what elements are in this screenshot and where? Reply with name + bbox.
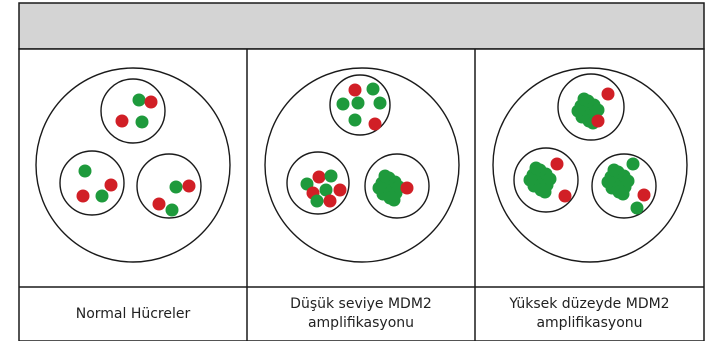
- nucleus-low-2-dot-6: [333, 183, 347, 197]
- nucleus-normal-1-dot-1: [132, 93, 146, 107]
- nucleus-high-1-mdm2-cluster-dot-8: [591, 103, 605, 117]
- nucleus-high-3-mdm2-cluster-dot-8: [621, 174, 635, 188]
- nucleus-low-1-dot-6: [348, 113, 362, 127]
- nucleus-high-2-mdm2-cluster-dot-9: [529, 161, 543, 175]
- caption-normal-cells-line-1: Normal Hücreler: [75, 305, 191, 322]
- nucleus-normal-1-dot-3: [115, 114, 129, 128]
- nucleus-normal-3-dot-2: [182, 179, 196, 193]
- nucleus-normal-1: [100, 78, 166, 144]
- caption-low-amplification-line-1: Düşük seviye MDM2: [290, 296, 432, 312]
- nucleus-low-2: [286, 151, 350, 215]
- nucleus-normal-2-dot-1: [78, 164, 92, 178]
- nucleus-high-1-mdm2-cluster-dot-7: [571, 104, 585, 118]
- header-band: [18, 2, 705, 50]
- nucleus-low-2-dot-8: [323, 194, 337, 208]
- nucleus-low-1-dot-4: [351, 96, 365, 110]
- nucleus-normal-3-dot-3: [152, 197, 166, 211]
- nucleus-normal-3: [136, 153, 202, 219]
- nucleus-low-3-dot-1: [400, 181, 414, 195]
- caption-high-amplification-line-2: amplifikasyonu: [536, 315, 643, 331]
- nucleus-normal-2-dot-3: [76, 189, 90, 203]
- nucleus-high-3-dot-3: [630, 201, 644, 215]
- nucleus-low-2-dot-5: [319, 183, 333, 197]
- nucleus-low-3-mdm2-cluster-dot-10: [387, 193, 401, 207]
- nucleus-normal-1-dot-4: [135, 115, 149, 129]
- nucleus-normal-1-dot-2: [144, 95, 158, 109]
- nucleus-normal-2: [59, 150, 125, 216]
- nucleus-low-2-dot-3: [324, 169, 338, 183]
- nucleus-high-1-dot-2: [591, 114, 605, 128]
- nucleus-high-2-mdm2-cluster-dot-8: [543, 172, 557, 186]
- nucleus-low-1-dot-2: [366, 82, 380, 96]
- nucleus-high-3-dot-2: [637, 188, 651, 202]
- nucleus-high-2-dot-1: [550, 157, 564, 171]
- nucleus-low-1-dot-7: [368, 117, 382, 131]
- nucleus-high-2: [513, 147, 579, 213]
- nucleus-high-1-mdm2-cluster-dot-9: [577, 92, 591, 106]
- nucleus-high-2-dot-2: [558, 189, 572, 203]
- nucleus-high-2-mdm2-cluster-dot-10: [538, 185, 552, 199]
- nucleus-normal-3-dot-4: [165, 203, 179, 217]
- nucleus-low-1-dot-5: [373, 96, 387, 110]
- nucleus-low-3: [364, 153, 430, 219]
- nucleus-normal-2-dot-4: [95, 189, 109, 203]
- nucleus-normal-2-dot-2: [104, 178, 118, 192]
- nucleus-high-3: [591, 153, 657, 219]
- caption-low-amplification-line-2: amplifikasyonu: [307, 315, 415, 331]
- nucleus-high-2-mdm2-cluster-dot-7: [523, 173, 537, 187]
- nucleus-high-3-mdm2-cluster-dot-10: [616, 187, 630, 201]
- nucleus-high-3-mdm2-cluster-dot-7: [601, 175, 615, 189]
- caption-high-amplification-line-1: Yüksek düzeyde MDM2: [509, 296, 670, 312]
- nucleus-low-3-mdm2-cluster-dot-7: [372, 181, 386, 195]
- nucleus-low-1-dot-1: [348, 83, 362, 97]
- nucleus-low-2-dot-7: [310, 194, 324, 208]
- nucleus-high-3-dot-1: [626, 157, 640, 171]
- caption-normal-cells: Normal Hücreler: [19, 287, 247, 341]
- nucleus-high-1: [557, 73, 625, 141]
- cell-outer-low: [264, 67, 460, 263]
- nucleus-low-1-dot-3: [336, 97, 350, 111]
- caption-high-amplification: Yüksek düzeyde MDM2 amplifikasyonu: [475, 287, 704, 341]
- nucleus-low-3-mdm2-cluster-dot-9: [378, 169, 392, 183]
- caption-low-amplification: Düşük seviye MDM2 amplifikasyonu: [247, 287, 475, 341]
- cell-outer-normal: [35, 67, 231, 263]
- nucleus-high-1-dot-1: [601, 87, 615, 101]
- nucleus-low-1: [329, 74, 391, 136]
- nucleus-low-2-dot-2: [312, 170, 326, 184]
- nucleus-high-3-mdm2-cluster-dot-9: [607, 163, 621, 177]
- cell-outer-high: [492, 67, 688, 263]
- nucleus-normal-3-dot-1: [169, 180, 183, 194]
- cells-layer: [35, 67, 688, 263]
